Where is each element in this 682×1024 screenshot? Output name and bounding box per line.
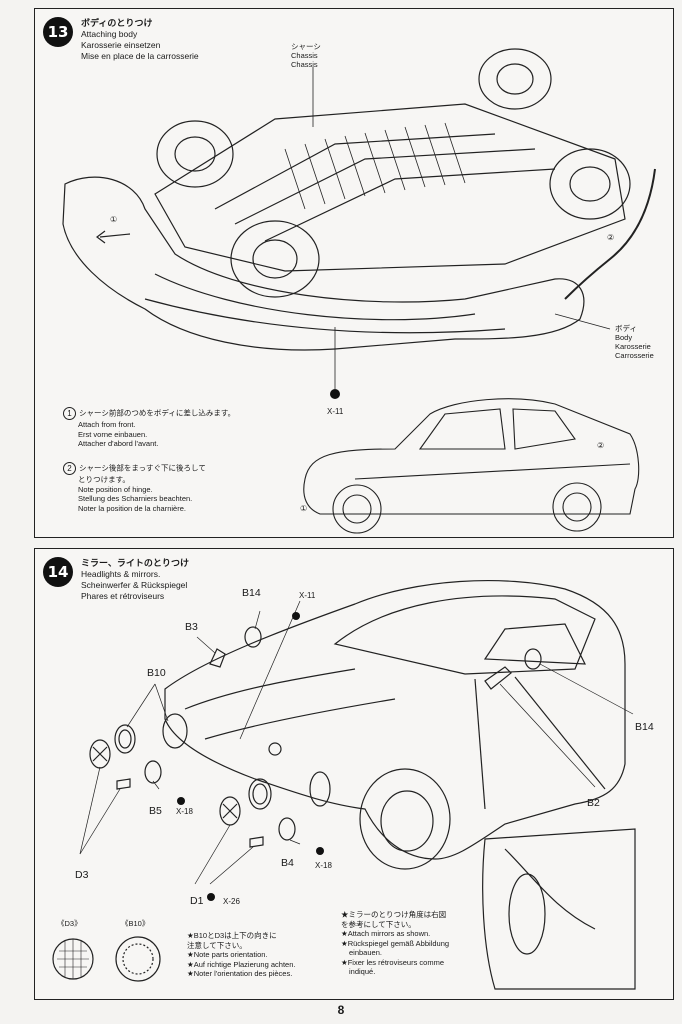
title-fr: Mise en place de la carrosserie <box>81 51 199 61</box>
title-jp: ミラー、ライトのとりつけ <box>81 558 190 568</box>
marker-1-car: ① <box>300 504 308 513</box>
chassis-label-de: Chassis <box>291 60 318 69</box>
note-orientation-en: ★Note parts orientation. <box>187 950 268 959</box>
note-mirrors-jp2: を参考にして下さい。 <box>341 919 416 929</box>
step-14-panel: 14 ミラー、ライトのとりつけ Headlights & mirrors. Sc… <box>34 548 674 1000</box>
screw-x26-label: X-26 <box>223 897 240 906</box>
step-number-badge: 13 <box>43 17 73 47</box>
body-label-jp: ボディ <box>615 324 637 333</box>
note-mirrors-fr1: ★Fixer les rétroviseurs comme <box>341 957 444 967</box>
note-orientation-fr: ★Noter l'orientation des pièces. <box>187 969 293 978</box>
screw-x11-label: X-11 <box>327 407 344 416</box>
note-mirrors-jp1: ★ミラーのとりつけ角度は右図 <box>341 910 447 919</box>
note-2-en: Note position of hinge. <box>78 484 153 494</box>
marker-2-main: ② <box>607 233 615 242</box>
note-1-en: Attach from front. <box>78 420 136 429</box>
part-b4-label: B4 <box>281 857 294 869</box>
headlights-mirrors-illustration <box>52 580 636 990</box>
part-b14-right-label: B14 <box>635 721 654 733</box>
title-en: Headlights & mirrors. <box>81 569 161 579</box>
inset-b10-label: 《B10》 <box>121 919 150 928</box>
note-2-jp2: とりつけます。 <box>78 475 130 484</box>
marker-1-main: ① <box>110 215 118 224</box>
chassis-label-en: Chassis <box>291 51 318 60</box>
chassis-body-illustration <box>62 48 656 534</box>
note-orientation: ★B10とD3は上下の向きに 注意して下さい。 ★Note parts orie… <box>187 931 295 979</box>
title-jp: ボディのとりつけ <box>81 18 153 28</box>
body-label-en: Body <box>615 333 633 342</box>
note-mirrors-fr2: indiqué. <box>349 967 376 976</box>
note-1-de: Erst vorne einbauen. <box>78 429 148 439</box>
part-d3-label: D3 <box>75 869 89 881</box>
part-b10-label: B10 <box>147 667 166 679</box>
screw-x11-label: X-11 <box>299 591 316 600</box>
part-b2-label: B2 <box>587 797 600 809</box>
part-b5-label: B5 <box>149 805 162 817</box>
note-mirrors-de1: ★Rückspiegel gemäß Abbildung <box>341 938 450 948</box>
step-title: ミラー、ライトのとりつけ Headlights & mirrors. Schei… <box>81 558 189 602</box>
screw-x18-b-label: X-18 <box>315 861 332 870</box>
title-de: Karosserie einsetzen <box>81 40 161 50</box>
title-de: Scheinwerfer & Rückspiegel <box>81 580 188 590</box>
note-2-de: Stellung des Scharniers beachten. <box>78 494 193 503</box>
step-title: ボディのとりつけ Attaching body Karosserie einse… <box>81 18 199 62</box>
note-mirrors-de2: einbauen. <box>349 948 382 957</box>
note-orientation-de: ★Auf richtige Plazierung achten. <box>187 959 296 969</box>
chassis-label: シャーシ Chassis Chassis <box>291 42 321 69</box>
body-label-de: Karosserie <box>615 342 651 351</box>
note-orientation-jp2: 注意して下さい。 <box>187 940 247 950</box>
note-1-num: 1 <box>63 407 76 420</box>
title-fr: Phares et rétroviseurs <box>81 591 165 601</box>
note-orientation-jp1: ★B10とD3は上下の向きに <box>187 931 277 940</box>
note-2-jp1: シャーシ後部をまっすぐ下に後ろして <box>79 463 206 473</box>
part-b3-label: B3 <box>185 621 198 633</box>
page-number: 8 <box>337 1003 345 1017</box>
body-label-fr: Carrosserie <box>615 351 654 360</box>
note-2-fr: Noter la position de la charnière. <box>78 503 186 513</box>
note-2-num: 2 <box>63 462 76 475</box>
chassis-label-jp: シャーシ <box>291 42 321 51</box>
note-1-fr: Attacher d'abord l'avant. <box>78 439 159 448</box>
screw-x18-a-label: X-18 <box>176 807 193 816</box>
step-13-panel: 13 ボディのとりつけ Attaching body Karosserie ei… <box>34 8 674 538</box>
note-1-jp-text: シャーシ前部のつめをボディに差し込みます。 <box>79 408 236 418</box>
part-b14-top-label: B14 <box>242 587 261 599</box>
title-en: Attaching body <box>81 29 138 39</box>
note-mirrors-en: ★Attach mirrors as shown. <box>341 929 431 938</box>
inset-d3-label: 《D3》 <box>57 919 82 928</box>
note-mirrors: ★ミラーのとりつけ角度は右図 を参考にして下さい。 ★Attach mirror… <box>341 910 449 977</box>
body-label: ボディ Body Karosserie Carrosserie <box>615 324 654 360</box>
step-number-badge: 14 <box>43 557 73 587</box>
marker-2-car: ② <box>597 441 605 450</box>
part-d1-label: D1 <box>190 895 204 907</box>
